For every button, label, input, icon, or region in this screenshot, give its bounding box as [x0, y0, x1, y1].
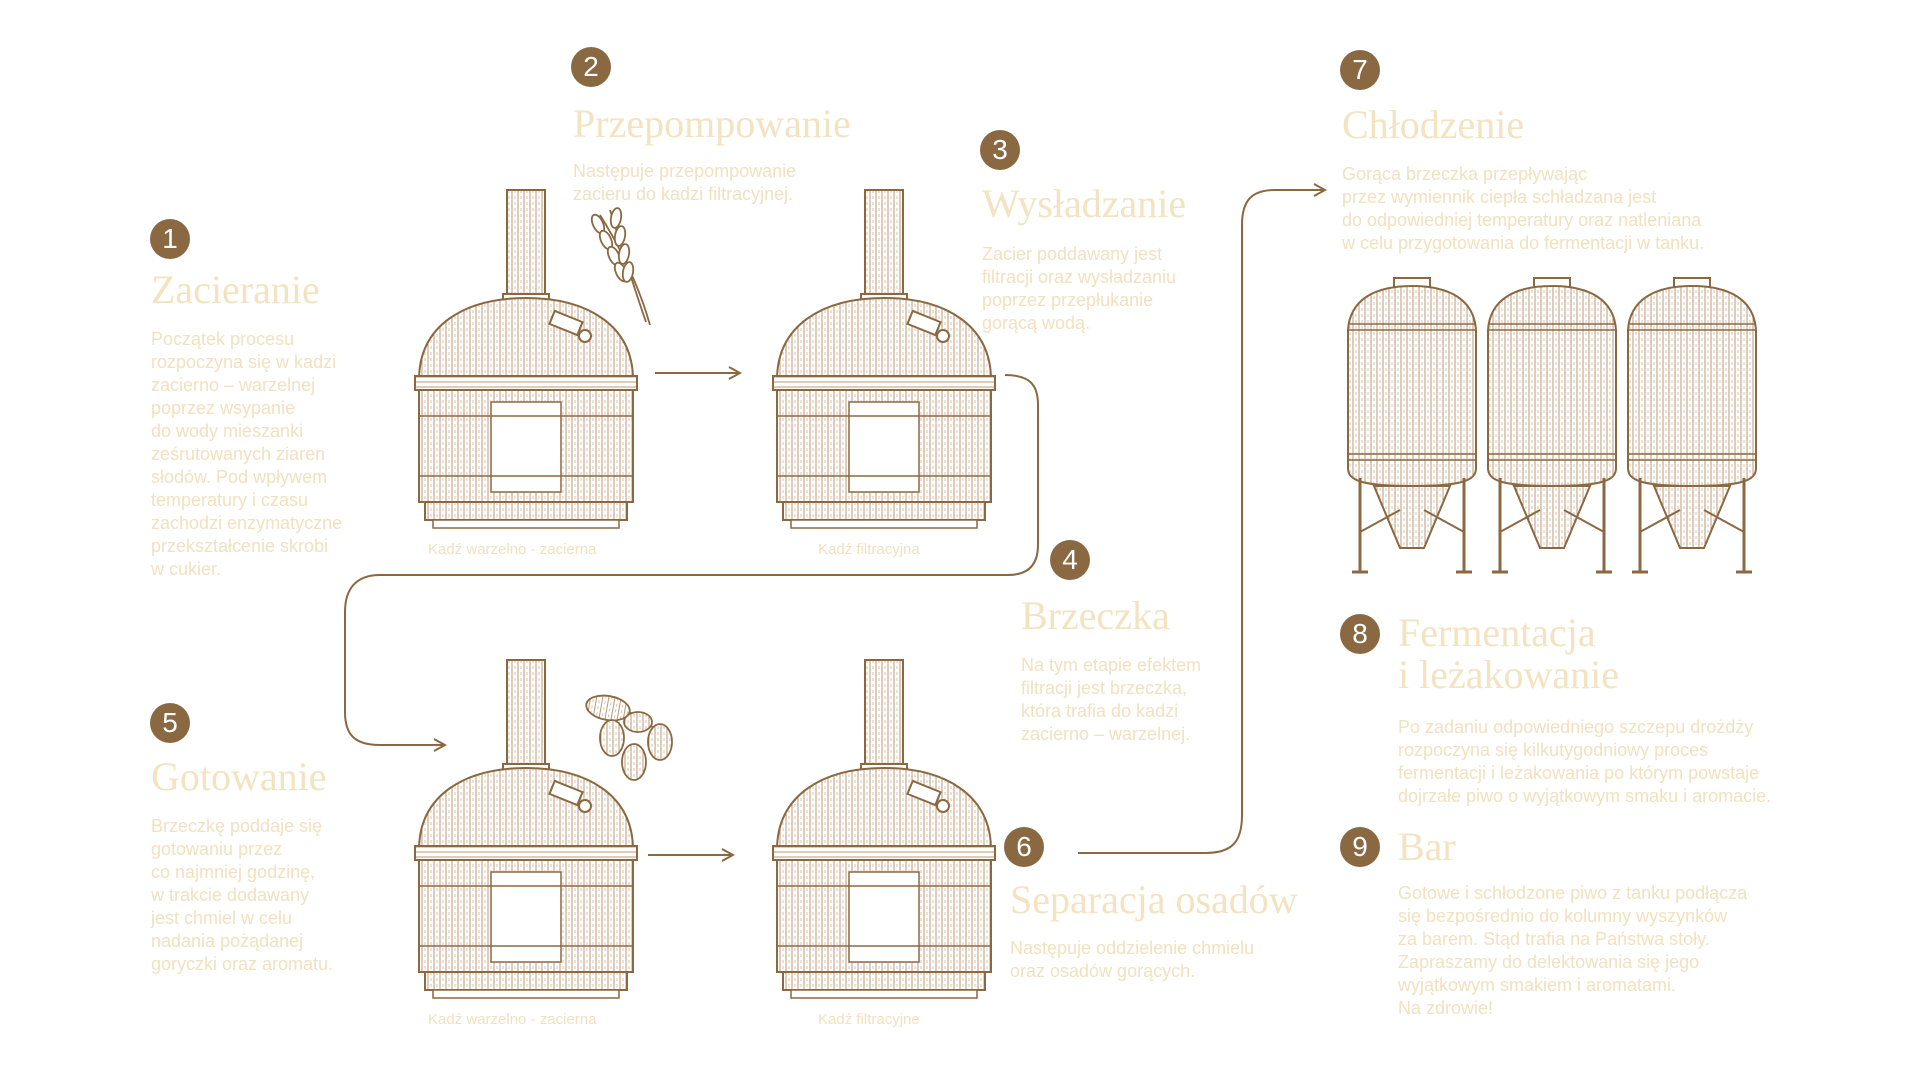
step-8-description: Po zadaniu odpowiedniego szczepu drożdży…	[1398, 717, 1772, 806]
kettle-caption: Kadź warzelno - zacierna	[428, 541, 597, 558]
step-9-description: Gotowe i schłodzone piwo z tanku podłącz…	[1398, 883, 1748, 1018]
step-1-title: Zacieranie	[151, 267, 320, 312]
step-3-number: 3	[980, 130, 1020, 170]
step-4-title: Brzeczka	[1021, 593, 1170, 638]
step-6-title: Separacja osadów	[1010, 877, 1298, 922]
step-2-description: Następuje przepompowanie zacieru do kadz…	[573, 161, 797, 204]
step-2-number: 2	[571, 47, 611, 87]
arrow-icon	[344, 374, 1039, 745]
kettle-caption: Kadź filtracyjne	[818, 1011, 920, 1028]
fermentation-tank-icon	[1346, 276, 1478, 574]
brew-kettle-icon	[772, 189, 996, 529]
step-2-title: Przepompowanie	[573, 101, 851, 146]
step-1-number: 1	[150, 219, 190, 259]
step-8-number: 8	[1340, 614, 1380, 654]
step-5-number: 5	[150, 703, 190, 743]
step-1-description: Początek procesu rozpoczyna się w kadzi …	[151, 329, 343, 579]
step-7-number: 7	[1340, 50, 1380, 90]
step-3-title: Wysładzanie	[982, 181, 1187, 226]
fermentation-tank-icon	[1486, 276, 1618, 574]
kettle-caption: Kadź warzelno - zacierna	[428, 1011, 597, 1028]
step-9-title: Bar	[1398, 824, 1456, 869]
step-7-description: Gorąca brzeczka przepływając przez wymie…	[1342, 164, 1705, 253]
fermentation-tank-icon	[1626, 276, 1758, 574]
wheat-icon	[590, 207, 651, 326]
arrow-icon	[1078, 190, 1325, 854]
step-6-description: Następuje oddzielenie chmielu oraz osadó…	[1010, 938, 1255, 981]
step-5-description: Brzeczkę poddaje się gotowaniu przez co …	[151, 816, 334, 974]
step-3-description: Zacier poddawany jest filtracji oraz wys…	[982, 244, 1177, 333]
kettle-caption: Kadź filtracyjna	[818, 541, 920, 558]
step-4-number: 4	[1050, 540, 1090, 580]
step-7-title: Chłodzenie	[1342, 102, 1525, 147]
brew-kettle-icon	[772, 659, 996, 999]
step-5-title: Gotowanie	[151, 754, 327, 799]
step-8-title: Fermentacja i leżakowanie	[1398, 610, 1619, 697]
hops-icon	[585, 694, 673, 781]
step-6-number: 6	[1004, 827, 1044, 867]
step-4-description: Na tym etapie efektem filtracji jest brz…	[1021, 655, 1202, 744]
step-9-number: 9	[1340, 827, 1380, 867]
